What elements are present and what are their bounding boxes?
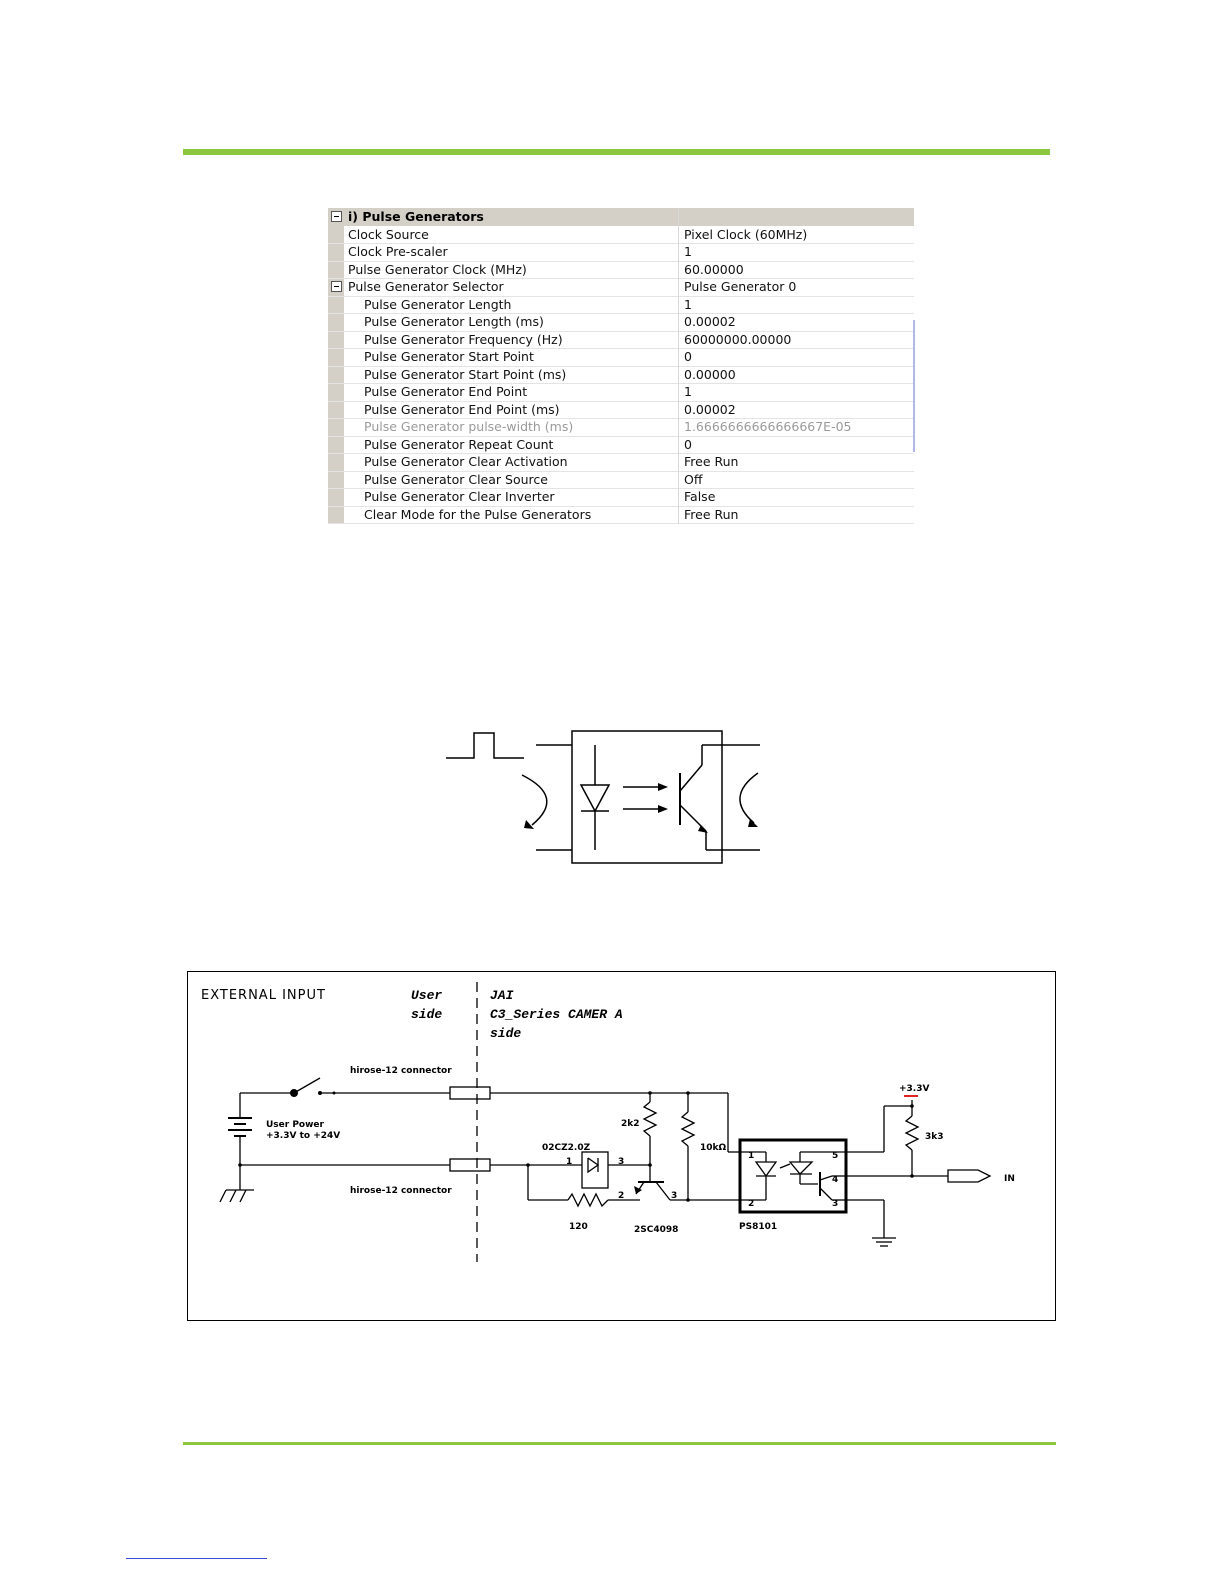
grid-row[interactable]: Pulse Generator Clock (MHz) 60.00000 xyxy=(328,260,914,279)
resistor-2k2-label: 2k2 xyxy=(621,1119,640,1129)
grid-row-name: Clock Pre-scaler xyxy=(348,243,679,260)
user-side-label-1: User xyxy=(411,988,443,1003)
vcc-label: +3.3V xyxy=(899,1084,930,1094)
grid-row-name: Pulse Generator Clock (MHz) xyxy=(348,260,679,278)
camera-side-label-1: JAI xyxy=(490,988,514,1003)
connector-label-bottom: hirose-12 connector xyxy=(350,1186,452,1196)
grid-row-value[interactable]: 0 xyxy=(684,436,692,452)
grid-row-value[interactable]: Free Run xyxy=(684,506,739,522)
grid-row-value[interactable]: 60000000.00000 xyxy=(684,331,792,347)
power-label-1: User Power xyxy=(266,1120,324,1130)
grid-row-name: Pulse Generator Length (ms) xyxy=(364,313,679,330)
grid-row[interactable]: Pulse Generator Selector Pulse Generator … xyxy=(328,278,914,297)
resistor-3k3-label: 3k3 xyxy=(925,1132,944,1142)
grid-row[interactable]: Pulse Generator Clear Activation Free Run xyxy=(328,453,914,472)
grid-column-divider[interactable] xyxy=(678,225,679,524)
camera-side-label-3: side xyxy=(490,1026,522,1041)
grid-row[interactable]: Clock Pre-scaler 1 xyxy=(328,243,914,262)
grid-row-value[interactable]: False xyxy=(684,489,716,504)
grid-row[interactable]: Pulse Generator Clear Inverter False xyxy=(328,488,914,507)
grid-row-name: Pulse Generator Length xyxy=(364,295,679,313)
resistor-120-label: 120 xyxy=(569,1222,588,1232)
user-side-label-2: side xyxy=(411,1007,443,1022)
grid-row-name: Pulse Generator Start Point (ms) xyxy=(364,365,679,383)
grid-row-name: Pulse Generator End Point xyxy=(364,383,679,400)
grid-row-name: Pulse Generator Selector xyxy=(348,278,679,295)
opto-pin-2: 2 xyxy=(748,1199,755,1209)
resistor-10k-label: 10kΩ xyxy=(700,1143,727,1153)
grid-row-value[interactable]: Pulse Generator 0 xyxy=(684,279,797,294)
external-input-schematic: EXTERNAL INPUT User side JAI C3_Series C… xyxy=(187,971,1056,1321)
grid-row-value[interactable]: 0 xyxy=(684,349,692,364)
pulse-waveform xyxy=(446,732,524,759)
grid-row-value[interactable]: 0.00002 xyxy=(684,314,736,329)
grid-row-name: Pulse Generator Repeat Count xyxy=(364,435,679,453)
output-label: IN xyxy=(1004,1174,1015,1184)
footer-rule xyxy=(183,1442,1056,1445)
grid-header-label: i) Pulse Generators xyxy=(348,208,679,225)
grid-row[interactable]: Pulse Generator Repeat Count 0 xyxy=(328,435,914,454)
header-rule xyxy=(183,149,1050,155)
zener-pin-3: 3 xyxy=(618,1157,625,1167)
grid-row-value[interactable]: 0.00000 xyxy=(684,366,736,382)
grid-row-name: Pulse Generator End Point (ms) xyxy=(364,400,679,418)
grid-row-name: Pulse Generator pulse-width (ms) xyxy=(364,418,679,435)
grid-row[interactable]: Clock Source Pixel Clock (60MHz) xyxy=(328,225,914,244)
grid-row-value[interactable]: 1 xyxy=(684,296,692,312)
grid-row[interactable]: Pulse Generator Start Point 0 xyxy=(328,348,914,367)
grid-header-row[interactable]: i) Pulse Generators xyxy=(328,208,914,226)
camera-side-label-2: C3_Series CAMER A xyxy=(490,1007,623,1022)
grid-row-name: Clock Source xyxy=(348,225,679,243)
optocoupler-box xyxy=(571,730,723,864)
schematic-wires xyxy=(219,982,992,1262)
property-grid: i) Pulse Generators Clock Source Pixel Cl… xyxy=(328,208,916,524)
grid-row-value[interactable]: Free Run xyxy=(684,454,739,469)
grid-row[interactable]: Pulse Generator End Point (ms) 0.00002 xyxy=(328,400,914,419)
grid-row[interactable]: Pulse Generator Clear Source Off xyxy=(328,470,914,489)
transistor-pin-3: 3 xyxy=(671,1191,678,1201)
grid-row[interactable]: Pulse Generator Start Point (ms) 0.00000 xyxy=(328,365,914,384)
grid-row-value[interactable]: 1.6666666666666667E-05 xyxy=(684,419,852,434)
grid-scrollbar[interactable] xyxy=(913,320,915,452)
grid-row-value[interactable]: 0.00002 xyxy=(684,401,736,417)
footer-link-underline[interactable] xyxy=(126,1558,267,1559)
grid-row[interactable]: Pulse Generator pulse-width (ms) 1.666666… xyxy=(328,418,914,437)
power-label-2: +3.3V to +24V xyxy=(266,1131,341,1141)
opto-pin-1: 1 xyxy=(748,1151,755,1161)
zener-pin-1: 1 xyxy=(566,1157,573,1167)
grid-row-name: Pulse Generator Clear Activation xyxy=(364,453,679,470)
grid-row[interactable]: Pulse Generator Length 1 xyxy=(328,295,914,314)
connector-label-top: hirose-12 connector xyxy=(350,1066,452,1076)
grid-row-name: Pulse Generator Clear Source xyxy=(364,470,679,488)
collapse-icon[interactable] xyxy=(331,281,342,292)
grid-row[interactable]: Clear Mode for the Pulse Generators Free … xyxy=(328,505,914,524)
opto-pin-4: 4 xyxy=(832,1175,839,1185)
schematic-title: EXTERNAL INPUT xyxy=(201,988,326,1003)
opto-label: PS8101 xyxy=(739,1222,778,1232)
grid-row[interactable]: Pulse Generator Frequency (Hz) 60000000.0… xyxy=(328,330,914,349)
grid-row[interactable]: Pulse Generator Length (ms) 0.00002 xyxy=(328,313,914,332)
grid-row-value[interactable]: Off xyxy=(684,471,703,487)
grid-row[interactable]: Pulse Generator End Point 1 xyxy=(328,383,914,402)
grid-row-name: Pulse Generator Clear Inverter xyxy=(364,488,679,505)
grid-row-name: Clear Mode for the Pulse Generators xyxy=(364,505,679,523)
grid-row-value[interactable]: 60.00000 xyxy=(684,261,744,277)
optocoupler-diagram xyxy=(446,730,760,864)
grid-row-value[interactable]: Pixel Clock (60MHz) xyxy=(684,226,808,242)
grid-row-value[interactable]: 1 xyxy=(684,384,692,399)
led-icon xyxy=(579,784,611,813)
opto-pin-5: 5 xyxy=(832,1151,839,1161)
transistor-label: 2SC4098 xyxy=(634,1225,679,1235)
collapse-icon[interactable] xyxy=(331,211,342,222)
transistor-pin-2: 2 xyxy=(618,1191,625,1201)
grid-row-name: Pulse Generator Frequency (Hz) xyxy=(364,330,679,348)
grid-row-value[interactable]: 1 xyxy=(684,244,692,259)
opto-pin-3: 3 xyxy=(832,1199,839,1209)
grid-row-name: Pulse Generator Start Point xyxy=(364,348,679,365)
zener-label: 02CZ2.0Z xyxy=(542,1143,591,1153)
